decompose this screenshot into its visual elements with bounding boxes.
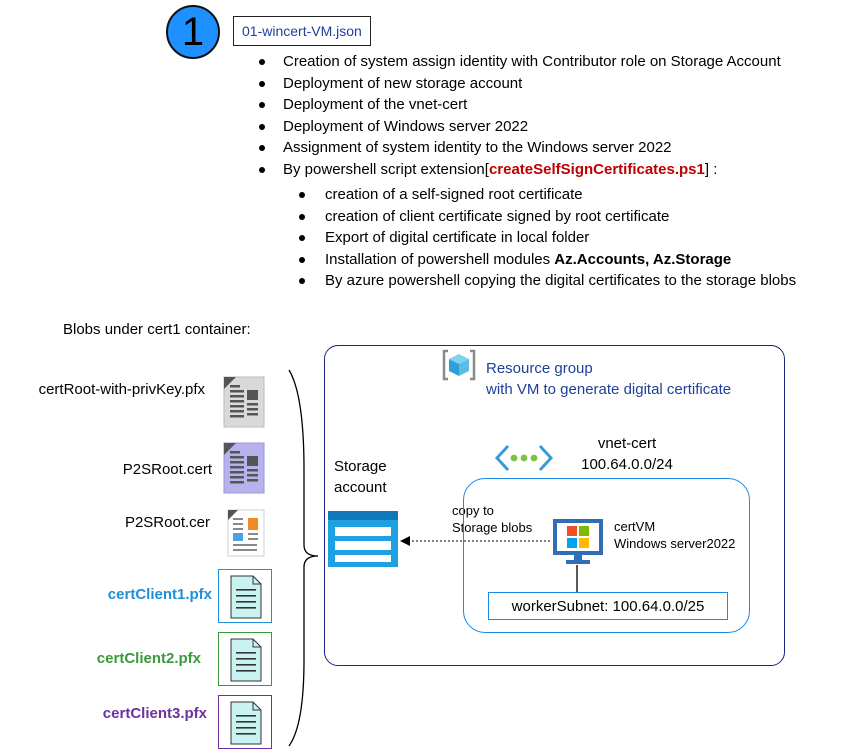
vm-info: certVM Windows server2022 <box>614 518 735 552</box>
copy-arrow-head <box>400 536 410 546</box>
blob-label-p2sroot-cert: P2SRoot.cert <box>122 461 212 478</box>
list-item: Creation of system assign identity with … <box>258 51 781 73</box>
list-item: By azure powershell copying the digital … <box>298 270 796 292</box>
storage-account-label: Storage account <box>334 456 387 498</box>
script-actions-list: creation of a self-signed root certifica… <box>298 184 796 292</box>
certificate-document-icon <box>227 509 265 557</box>
list-item-script: By powershell script extension[createSel… <box>258 159 781 181</box>
vnet-box <box>463 478 750 633</box>
modules-prefix: Installation of powershell modules <box>325 250 555 268</box>
document-icon <box>230 701 262 745</box>
list-item: Deployment of Windows server 2022 <box>258 116 781 138</box>
client3-cert-frame <box>218 695 272 749</box>
blob-label-client2: certClient2.pfx <box>96 650 201 667</box>
storage-account-icon <box>328 511 398 567</box>
vnet-cidr: 100.64.0.0/24 <box>581 456 673 473</box>
vm-os: Windows server2022 <box>614 536 736 551</box>
step-number-badge: 1 <box>166 5 220 59</box>
script-name: createSelfSignCertificates.ps1 <box>488 160 705 178</box>
client1-cert-frame <box>218 569 272 623</box>
certificate-document-icon <box>223 442 265 494</box>
modules-names: Az.Accounts, Az.Storage <box>554 250 732 268</box>
blob-label-client3: certClient3.pfx <box>102 705 207 722</box>
copy-label-line2: Storage blobs <box>452 520 533 535</box>
blob-label-cert-root: certRoot-with-privKey.pfx <box>38 381 205 398</box>
script-prefix: By powershell script extension[ <box>283 160 489 178</box>
vm-name: certVM <box>614 519 656 534</box>
client2-cert-frame <box>218 632 272 686</box>
blob-label-client1: certClient1.pfx <box>107 586 212 603</box>
resource-group-icon <box>442 349 476 381</box>
worker-subnet-label: workerSubnet: 100.64.0.0/25 <box>511 597 705 615</box>
script-suffix: ] : <box>704 160 718 178</box>
resource-group-box <box>324 345 785 666</box>
list-item: creation of client certificate signed by… <box>298 206 796 228</box>
vnet-icon <box>494 444 554 472</box>
vnet-name: vnet-cert <box>597 435 657 452</box>
document-icon <box>230 638 262 682</box>
json-file-name: 01-wincert-VM.json <box>233 16 371 46</box>
resource-group-title: Resource group with VM to generate digit… <box>486 358 731 400</box>
list-item: creation of a self-signed root certifica… <box>298 184 796 206</box>
vnet-info: vnet-cert 100.64.0.0/24 <box>575 433 679 475</box>
list-item: Assignment of system identity to the Win… <box>258 137 781 159</box>
copy-arrow-label: copy to Storage blobs <box>452 502 532 536</box>
virtual-machine-icon <box>553 519 603 564</box>
resource-group-title-line1: Resource group <box>486 360 593 377</box>
storage-label-line2: account <box>334 479 387 496</box>
list-item: Deployment of the vnet-cert <box>258 94 781 116</box>
list-item: Deployment of new storage account <box>258 73 781 95</box>
blobs-title: Blobs under cert1 container: <box>63 321 251 338</box>
copy-label-line1: copy to <box>452 503 494 518</box>
worker-subnet-box: workerSubnet: 100.64.0.0/25 <box>488 592 728 620</box>
list-item: Export of digital certificate in local f… <box>298 227 796 249</box>
certificate-document-icon <box>223 376 265 428</box>
resource-group-title-line2: with VM to generate digital certificate <box>486 381 732 398</box>
list-item-modules: Installation of powershell modules Az.Ac… <box>298 249 796 271</box>
blob-label-p2sroot-cer: P2SRoot.cer <box>124 514 210 531</box>
storage-label-line1: Storage <box>334 458 387 475</box>
deployment-steps-list: Creation of system assign identity with … <box>258 51 781 181</box>
document-icon <box>230 575 262 619</box>
blobs-bracket <box>288 369 319 747</box>
